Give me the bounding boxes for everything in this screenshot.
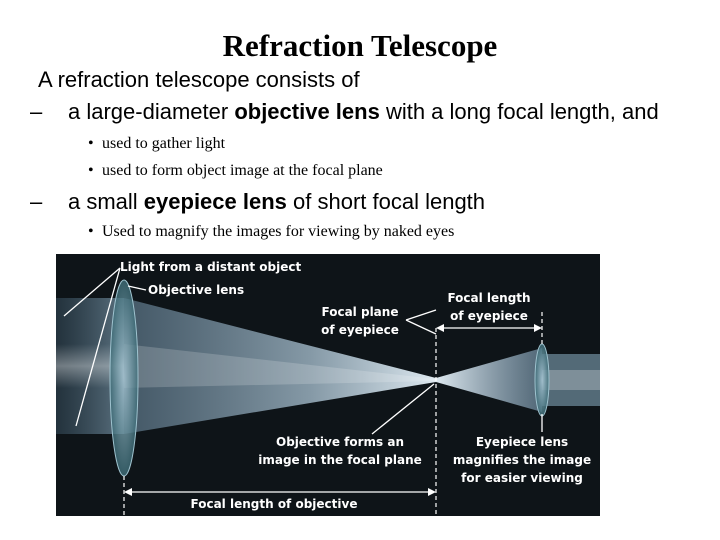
pointer-distant-light-1	[63, 267, 121, 317]
label-focal-plane-line1: Focal plane	[322, 305, 399, 319]
objective-lens-shape	[109, 279, 139, 477]
sub-bullet-text: used to gather light	[102, 135, 226, 152]
label-light-from-distant-object: Light from a distant object	[120, 260, 301, 274]
dash-marker: –	[30, 99, 43, 124]
sub-bullet-gather-light: • used to gather light	[88, 133, 225, 155]
arrowhead-left-objective	[124, 488, 132, 496]
slide-title: Refraction Telescope	[222, 28, 498, 63]
telescope-diagram: Light from a distant object Objective le…	[56, 254, 600, 516]
bullet-objective-lens: –a large-diameter objective lens with a …	[30, 98, 659, 126]
exit-light-band	[542, 370, 600, 390]
label-objective-forms-line2: image in the focal plane	[258, 453, 422, 467]
sub-bullet-text: Used to magnify the images for viewing b…	[102, 223, 455, 240]
intro-text: A refraction telescope consists of	[38, 67, 360, 92]
label-focal-length-eyepiece-line1: Focal length	[447, 291, 530, 305]
converging-light-cone	[124, 298, 436, 434]
bullet-text-post: of short focal length	[286, 189, 486, 214]
pointer-focal-plane-1	[405, 309, 437, 321]
pointer-distant-light-2	[75, 267, 121, 427]
label-focal-length-objective: Focal length of objective	[191, 497, 358, 511]
eyepiece-lens-shape	[534, 343, 550, 417]
pointer-focal-plane-2	[405, 319, 437, 335]
arrowhead-right-objective	[428, 488, 436, 496]
bullet-text-pre: a large-diameter	[68, 99, 235, 124]
bullet-text-bold: eyepiece lens	[143, 189, 287, 214]
sub-bullet-marker: •	[88, 162, 94, 179]
label-focal-plane-line2: of eyepiece	[321, 323, 399, 337]
pointer-lines	[63, 267, 543, 435]
dash-marker: –	[30, 189, 43, 214]
diverging-light-cone	[436, 348, 542, 412]
pointer-objective-forms-image	[371, 383, 435, 435]
sub-bullet-magnify: • Used to magnify the images for viewing …	[88, 221, 454, 243]
sub-bullet-marker: •	[88, 223, 94, 240]
label-focal-length-eyepiece-line2: of eyepiece	[450, 309, 528, 323]
label-eyepiece-lens-line1: Eyepiece lens	[476, 435, 568, 449]
bullet-text-pre: a small	[68, 189, 144, 214]
label-eyepiece-lens-line2: magnifies the image	[453, 453, 591, 467]
label-objective-forms-line1: Objective forms an	[276, 435, 404, 449]
focal-length-objective-label-bg	[186, 494, 362, 512]
sub-bullet-form-image: • used to form object image at the focal …	[88, 160, 383, 182]
arrowhead-right-eyepiece	[534, 324, 542, 332]
bullet-text-post: with a long focal length, and	[379, 99, 659, 124]
arrowhead-left-eyepiece	[436, 324, 444, 332]
converging-light-core	[124, 344, 436, 388]
label-eyepiece-lens-line3: for easier viewing	[461, 471, 583, 485]
bullet-eyepiece-lens: –a small eyepiece lens of short focal le…	[30, 188, 485, 216]
pointer-objective-lens	[127, 285, 147, 291]
bullet-text-bold: objective lens	[234, 99, 380, 124]
sub-bullet-marker: •	[88, 135, 94, 152]
telescope-diagram-svg: Light from a distant object Objective le…	[56, 260, 600, 516]
sub-bullet-text: used to form object image at the focal p…	[102, 162, 383, 179]
label-objective-lens: Objective lens	[148, 283, 244, 297]
exit-light-beam	[542, 354, 600, 406]
